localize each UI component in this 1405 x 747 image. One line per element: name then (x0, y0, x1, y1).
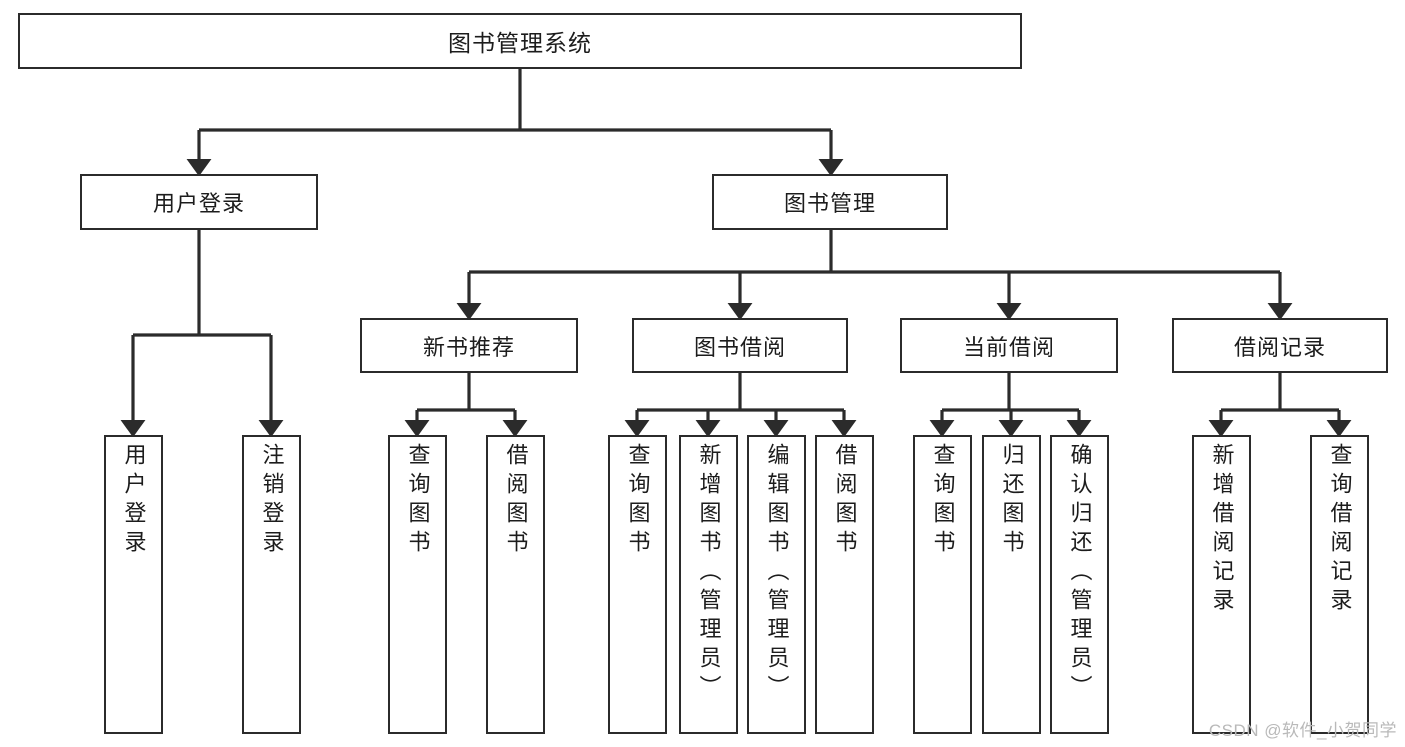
node-borrow-record-label: 借阅记录 (1233, 334, 1326, 360)
node-leaf-logout-label: 注销登录 (259, 443, 285, 559)
node-leaf-add-record[interactable]: 新增借阅记录 (1192, 435, 1251, 734)
node-current-borrow-label: 当前借阅 (962, 334, 1055, 360)
node-leaf-query-book-2-label: 查询图书 (625, 443, 651, 559)
csdn-watermark: CSDN @软件_小贺同学 (1208, 721, 1397, 740)
node-user-login[interactable]: 用户登录 (80, 174, 318, 230)
node-leaf-query-book-3-label: 查询图书 (930, 443, 956, 559)
node-book-manage[interactable]: 图书管理 (712, 174, 948, 230)
node-leaf-user-login[interactable]: 用户登录 (104, 435, 163, 734)
node-leaf-edit-book-label: 编辑图书（管理员） (764, 443, 790, 704)
node-leaf-return-book[interactable]: 归还图书 (982, 435, 1041, 734)
node-leaf-query-book-1-label: 查询图书 (405, 443, 431, 559)
node-root[interactable]: 图书管理系统 (18, 13, 1022, 69)
node-root-label: 图书管理系统 (448, 30, 592, 56)
node-leaf-query-book-3[interactable]: 查询图书 (913, 435, 972, 734)
node-leaf-add-record-label: 新增借阅记录 (1209, 443, 1235, 617)
node-leaf-query-book-2[interactable]: 查询图书 (608, 435, 667, 734)
node-leaf-confirm-return[interactable]: 确认归还（管理员） (1050, 435, 1109, 734)
node-book-manage-label: 图书管理 (783, 191, 876, 216)
node-leaf-borrow-book-2[interactable]: 借阅图书 (815, 435, 874, 734)
node-borrow-record[interactable]: 借阅记录 (1172, 318, 1388, 373)
node-leaf-return-book-label: 归还图书 (999, 443, 1025, 559)
node-leaf-logout[interactable]: 注销登录 (242, 435, 301, 734)
node-leaf-borrow-book-1[interactable]: 借阅图书 (486, 435, 545, 734)
node-leaf-query-book-1[interactable]: 查询图书 (388, 435, 447, 734)
node-leaf-add-book-label: 新增图书（管理员） (696, 443, 722, 704)
node-user-login-label: 用户登录 (152, 191, 245, 216)
node-new-book-recommend[interactable]: 新书推荐 (360, 318, 578, 373)
node-book-borrow-label: 图书借阅 (693, 334, 786, 360)
node-leaf-borrow-book-1-label: 借阅图书 (503, 443, 529, 559)
node-leaf-query-record-label: 查询借阅记录 (1327, 443, 1353, 617)
node-new-book-recommend-label: 新书推荐 (422, 334, 515, 360)
node-leaf-confirm-return-label: 确认归还（管理员） (1067, 443, 1093, 704)
node-leaf-user-login-label: 用户登录 (121, 443, 147, 559)
node-leaf-add-book[interactable]: 新增图书（管理员） (679, 435, 738, 734)
node-current-borrow[interactable]: 当前借阅 (900, 318, 1118, 373)
node-leaf-edit-book[interactable]: 编辑图书（管理员） (747, 435, 806, 734)
node-leaf-query-record[interactable]: 查询借阅记录 (1310, 435, 1369, 734)
node-leaf-borrow-book-2-label: 借阅图书 (832, 443, 858, 559)
node-book-borrow[interactable]: 图书借阅 (632, 318, 848, 373)
